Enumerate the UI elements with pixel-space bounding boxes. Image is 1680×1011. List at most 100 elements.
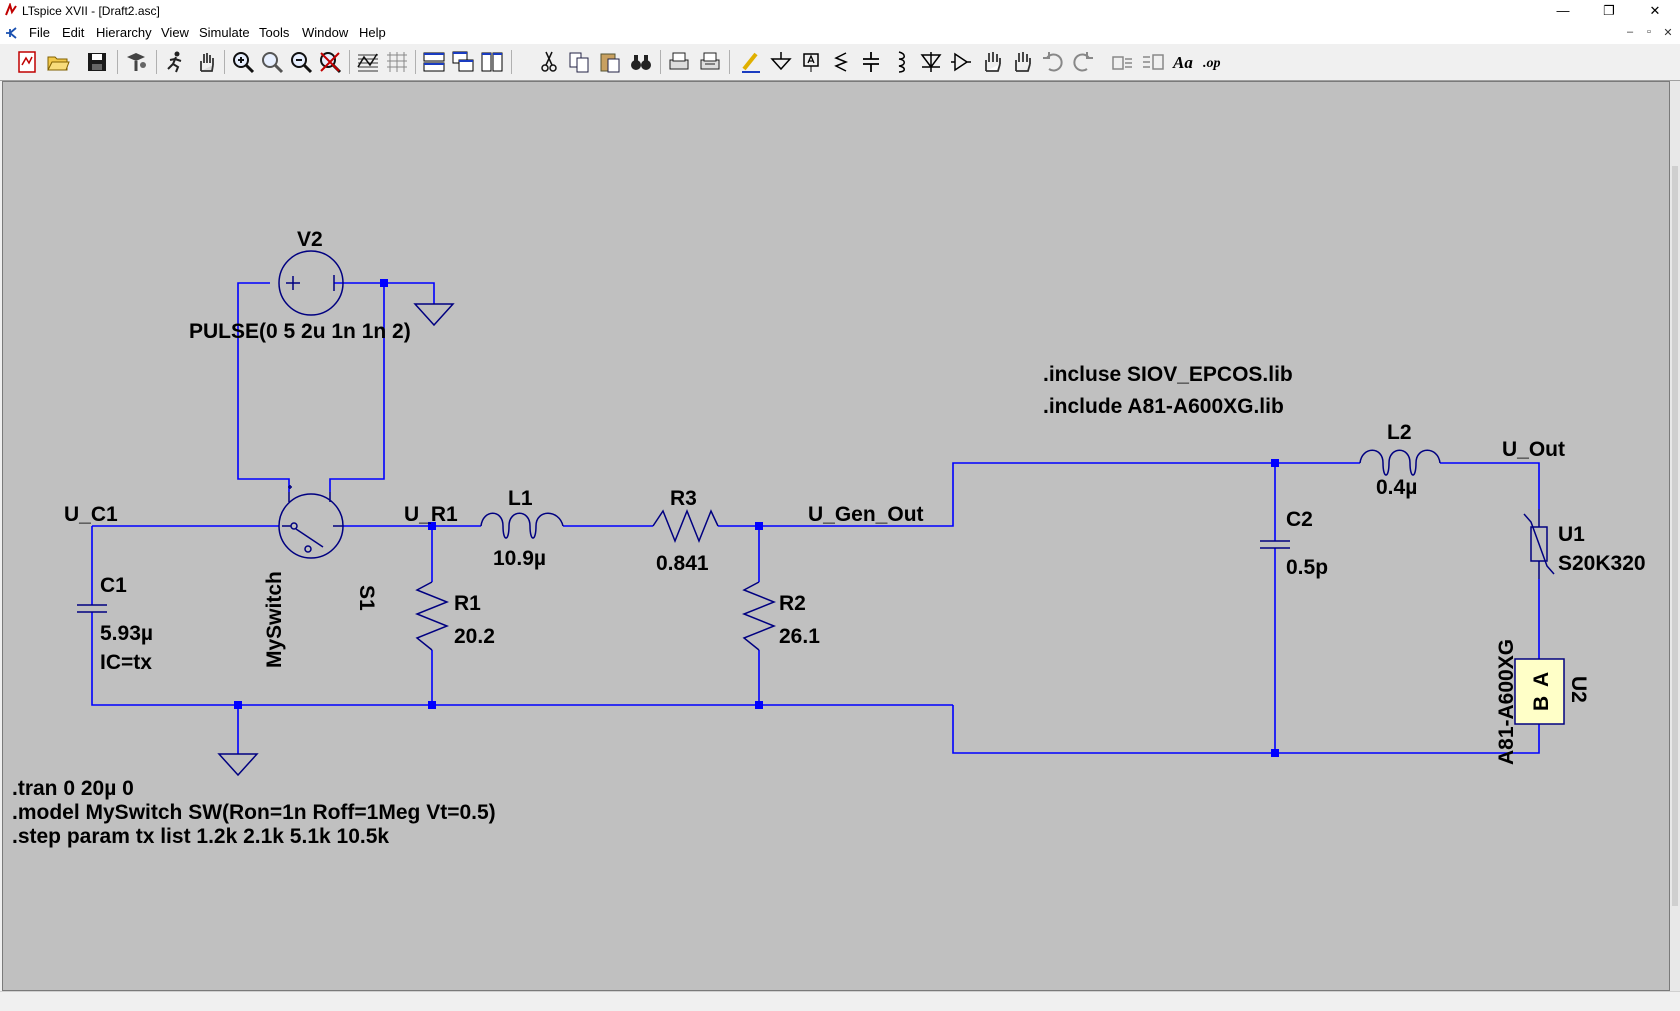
net-label-ugen-out: U_Gen_Out bbox=[808, 503, 924, 526]
v2-voltage-source[interactable] bbox=[278, 250, 344, 316]
rotate-icon[interactable] bbox=[1110, 49, 1136, 75]
paste-icon[interactable] bbox=[597, 49, 623, 75]
plot-settings-icon[interactable] bbox=[384, 49, 410, 75]
toolbar-separator bbox=[349, 50, 350, 74]
menu-hierarchy[interactable]: Hierarchy bbox=[96, 25, 152, 40]
window-title: LTspice XVII - [Draft2.asc] bbox=[22, 4, 160, 18]
u1-name: U1 bbox=[1558, 523, 1585, 546]
toolbar: Aa .op bbox=[0, 44, 1680, 81]
menu-simulate[interactable]: Simulate bbox=[199, 25, 250, 40]
menu-file[interactable]: File bbox=[29, 25, 50, 40]
schematic-canvas[interactable]: V2 PULSE(0 5 2u 1n 1n 2) U_C1 U_R1 U_Gen… bbox=[2, 81, 1670, 991]
zoom-area-icon[interactable] bbox=[259, 49, 285, 75]
move-icon[interactable] bbox=[980, 49, 1006, 75]
redo-icon[interactable] bbox=[1070, 49, 1096, 75]
mdi-restore-button[interactable]: ▫ bbox=[1647, 26, 1651, 38]
u2-value: A81-A600XG bbox=[1495, 639, 1518, 765]
cut-icon[interactable] bbox=[536, 49, 562, 75]
menu-help[interactable]: Help bbox=[359, 25, 386, 40]
restore-button[interactable]: ❐ bbox=[1603, 3, 1615, 18]
inductor-icon[interactable] bbox=[888, 49, 914, 75]
c2-capacitor[interactable] bbox=[1260, 540, 1290, 549]
cascade-icon[interactable] bbox=[450, 49, 476, 75]
mirror-icon[interactable] bbox=[1140, 49, 1166, 75]
ltspice-app-icon bbox=[5, 3, 17, 16]
mdi-close-button[interactable]: ✕ bbox=[1663, 27, 1673, 39]
ground-symbol[interactable] bbox=[413, 303, 455, 327]
u2-pin-b: B bbox=[1530, 696, 1553, 711]
resistor-icon[interactable] bbox=[828, 49, 854, 75]
s1-name: S1 bbox=[355, 585, 378, 611]
save-icon[interactable] bbox=[84, 49, 110, 75]
open-icon[interactable] bbox=[45, 49, 71, 75]
u2-pin-a: A bbox=[1530, 672, 1553, 687]
menu-bar: File Edit Hierarchy View Simulate Tools … bbox=[0, 22, 1680, 44]
r3-resistor[interactable] bbox=[652, 508, 719, 544]
l2-inductor[interactable] bbox=[1359, 449, 1441, 476]
net-label-ur1: U_R1 bbox=[404, 503, 458, 526]
draw-wire-icon[interactable] bbox=[738, 49, 764, 75]
toolbar-separator bbox=[156, 50, 157, 74]
zoom-in-icon[interactable] bbox=[230, 49, 256, 75]
print-icon[interactable] bbox=[666, 49, 692, 75]
scrollbar-thumb[interactable] bbox=[1672, 166, 1678, 906]
menu-edit[interactable]: Edit bbox=[62, 25, 85, 40]
tile-vertical-icon[interactable] bbox=[479, 49, 505, 75]
zoom-out-icon[interactable] bbox=[288, 49, 314, 75]
text-icon[interactable]: Aa bbox=[1172, 49, 1198, 75]
minimize-button[interactable]: — bbox=[1556, 3, 1570, 18]
close-button[interactable]: ✕ bbox=[1649, 3, 1661, 18]
status-bar bbox=[0, 991, 1680, 1011]
r1-value: 20.2 bbox=[454, 625, 495, 648]
toolbar-separator bbox=[415, 50, 416, 74]
v2-name: V2 bbox=[297, 228, 323, 251]
mdi-minimize-button[interactable]: – bbox=[1626, 26, 1634, 38]
new-schematic-icon[interactable] bbox=[14, 49, 40, 75]
vertical-scrollbar[interactable] bbox=[1670, 81, 1680, 991]
schematic-doc-icon[interactable] bbox=[4, 25, 20, 41]
svg-text:.op: .op bbox=[1203, 56, 1221, 71]
control-panel-icon[interactable] bbox=[123, 49, 149, 75]
diode-icon[interactable] bbox=[918, 49, 944, 75]
directive-tran[interactable]: .tran 0 20µ 0 bbox=[12, 777, 134, 800]
r3-name: R3 bbox=[670, 487, 697, 510]
toolbar-separator bbox=[117, 50, 118, 74]
run-icon[interactable] bbox=[162, 49, 188, 75]
tile-horizontal-icon[interactable] bbox=[421, 49, 447, 75]
component-icon[interactable] bbox=[948, 49, 974, 75]
directive-lib1[interactable]: .incluse SIOV_EPCOS.lib bbox=[1043, 363, 1293, 386]
directive-lib2[interactable]: .include A81-A600XG.lib bbox=[1043, 395, 1284, 418]
undo-icon[interactable] bbox=[1040, 49, 1066, 75]
label-net-icon[interactable] bbox=[798, 49, 824, 75]
print-setup-icon[interactable] bbox=[697, 49, 723, 75]
pan-icon[interactable] bbox=[193, 49, 219, 75]
directive-step[interactable]: .step param tx list 1.2k 2.1k 5.1k 10.5k bbox=[12, 825, 389, 848]
l2-name: L2 bbox=[1387, 421, 1412, 444]
c1-ic: IC=tx bbox=[100, 651, 152, 674]
s1-model-label: MySwitch bbox=[263, 571, 286, 668]
zoom-fit-cancel-icon[interactable] bbox=[317, 49, 343, 75]
c2-value: 0.5p bbox=[1286, 556, 1328, 579]
r2-name: R2 bbox=[779, 592, 806, 615]
autorange-icon[interactable] bbox=[355, 49, 381, 75]
c1-capacitor[interactable] bbox=[77, 604, 107, 613]
directive-model[interactable]: .model MySwitch SW(Ron=1n Roff=1Meg Vt=0… bbox=[12, 801, 496, 824]
r3-value: 0.841 bbox=[656, 552, 709, 575]
u2-component[interactable] bbox=[1514, 658, 1565, 725]
l1-inductor[interactable] bbox=[480, 512, 564, 539]
menu-view[interactable]: View bbox=[161, 25, 189, 40]
r2-resistor[interactable] bbox=[741, 581, 777, 651]
drag-icon[interactable] bbox=[1010, 49, 1036, 75]
copy-icon[interactable] bbox=[566, 49, 592, 75]
r1-resistor[interactable] bbox=[414, 581, 450, 651]
ground-icon[interactable] bbox=[768, 49, 794, 75]
c1-value: 5.93µ bbox=[100, 622, 153, 645]
toolbar-separator bbox=[224, 50, 225, 74]
find-icon[interactable] bbox=[628, 49, 654, 75]
components bbox=[77, 250, 1555, 777]
ground-symbol[interactable] bbox=[217, 753, 259, 777]
capacitor-icon[interactable] bbox=[858, 49, 884, 75]
menu-window[interactable]: Window bbox=[302, 25, 349, 40]
spice-directive-icon[interactable]: .op bbox=[1202, 49, 1228, 75]
menu-tools[interactable]: Tools bbox=[259, 25, 290, 40]
